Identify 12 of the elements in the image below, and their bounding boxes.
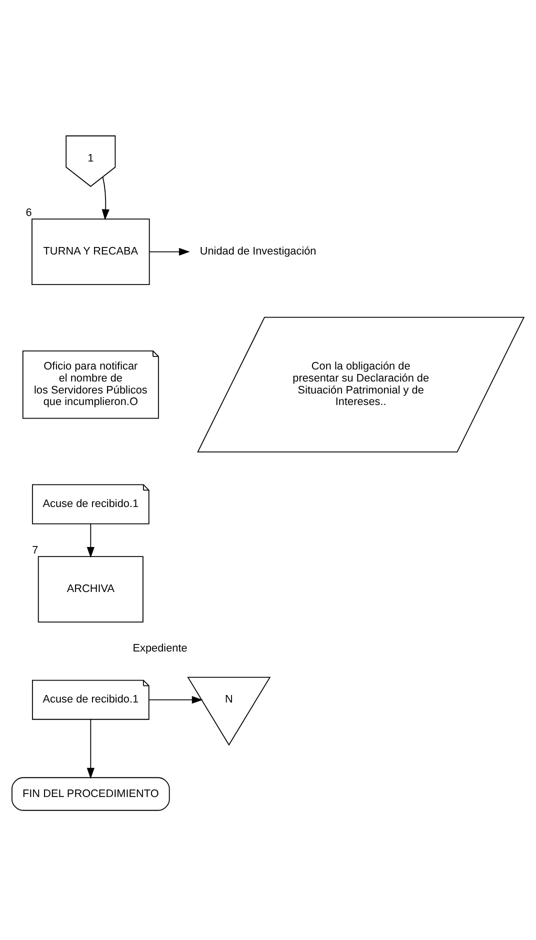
arrow bbox=[149, 247, 190, 256]
arrow bbox=[86, 718, 94, 778]
arrow bbox=[148, 696, 203, 704]
node-box: FIN DEL PROCEDIMIENTO bbox=[12, 776, 170, 810]
node-label: 6 bbox=[26, 206, 32, 218]
arrow bbox=[102, 176, 110, 220]
node-box: ARCHIVA bbox=[38, 556, 144, 622]
node-label: 7 bbox=[32, 544, 38, 556]
node-label: Expediente bbox=[132, 642, 188, 654]
node-text: Unidad de Investigación bbox=[200, 245, 316, 258]
node-box: TURNA Y RECABA bbox=[32, 218, 150, 284]
arrow bbox=[86, 523, 94, 558]
